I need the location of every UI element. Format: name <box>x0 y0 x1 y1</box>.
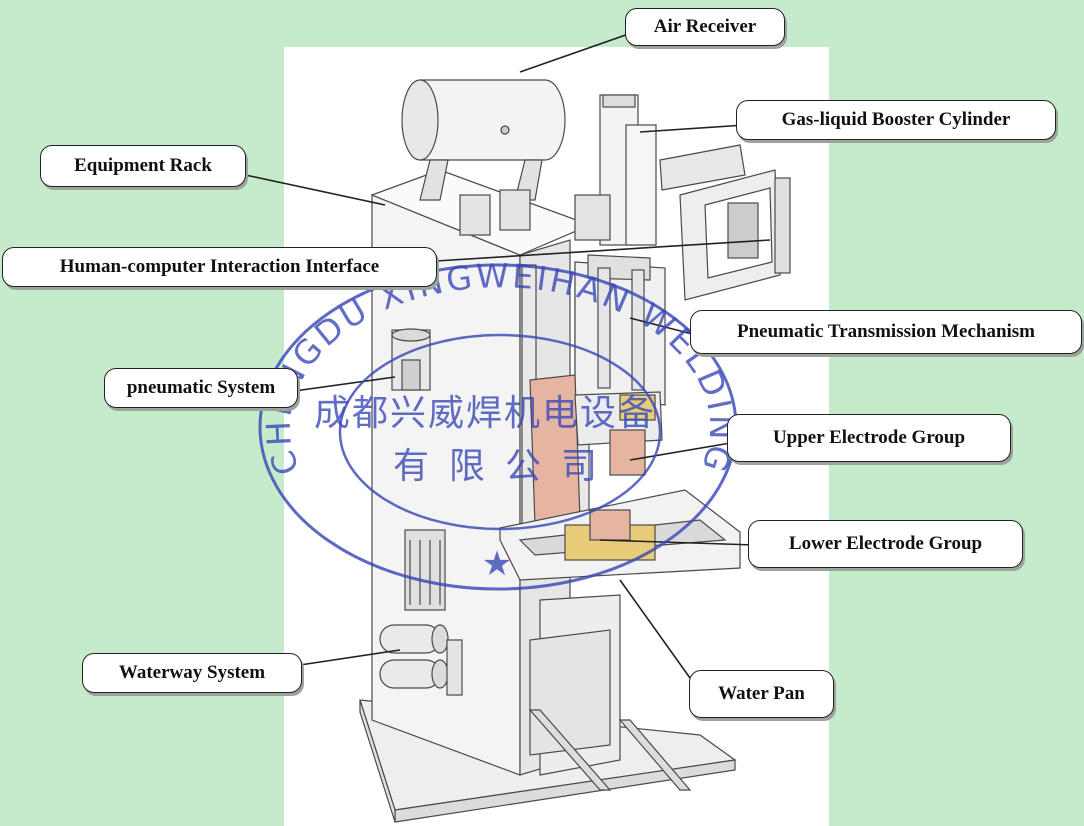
label-pneumatic-system: pneumatic System <box>104 368 298 408</box>
hci-panel <box>679 169 791 301</box>
water-pan-body <box>499 489 741 581</box>
stamp-star: ★ <box>482 544 512 584</box>
label-upper-electrode: Upper Electrode Group <box>727 414 1011 462</box>
air-receiver-tank <box>401 79 566 236</box>
label-waterway: Waterway System <box>82 653 302 693</box>
label-pneumatic-transmission: Pneumatic Transmission Mechanism <box>690 310 1082 354</box>
waterway-cylinders <box>379 624 463 696</box>
label-air-receiver: Air Receiver <box>625 8 785 46</box>
label-water-pan: Water Pan <box>689 670 834 718</box>
label-booster-cylinder: Gas-liquid Booster Cylinder <box>736 100 1056 140</box>
label-hci: Human-computer Interaction Interface <box>2 247 437 287</box>
label-equipment-rack: Equipment Rack <box>40 145 246 187</box>
transmission-tower <box>574 254 666 406</box>
booster-cylinder-assembly <box>574 94 746 246</box>
stamp-line-1: 成都兴威焊机电设备 <box>314 393 656 434</box>
label-lower-electrode: Lower Electrode Group <box>748 520 1023 568</box>
pneumatic-unit <box>391 328 431 391</box>
stamp-line-2: 有限公司 <box>393 446 617 487</box>
